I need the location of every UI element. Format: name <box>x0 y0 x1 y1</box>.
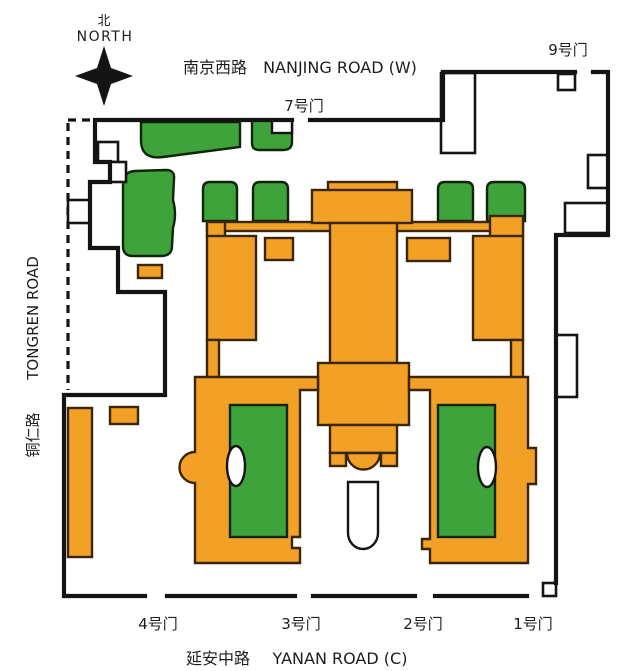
building-inner-left-strip <box>205 338 221 380</box>
building-annex-left <box>263 236 295 262</box>
boundary-west <box>61 117 295 599</box>
tower-apse <box>345 451 382 471</box>
gate-2-label: 2号门 <box>403 615 443 633</box>
lawn-blob-west <box>121 168 177 258</box>
room-west-1 <box>96 140 120 164</box>
room-gate1-corner <box>541 581 558 598</box>
tower-base-tab-left <box>328 451 348 468</box>
room-gate9 <box>556 72 577 92</box>
road-yanan-cn: 延安中路 <box>186 649 250 668</box>
room-east-1 <box>586 153 610 190</box>
compass-star-icon <box>75 46 133 106</box>
gate-3-label: 3号门 <box>281 615 321 633</box>
lawn-top-strip <box>139 120 242 159</box>
building-inner-right <box>471 234 525 342</box>
boundary-north <box>307 69 578 123</box>
gate-4-label: 4号门 <box>138 615 178 633</box>
gate-9-label: 9号门 <box>548 41 588 59</box>
pond-west <box>225 444 247 488</box>
building-small-west <box>136 263 164 280</box>
building-connector-right <box>488 214 525 239</box>
compass-north-character: 北 <box>97 14 110 29</box>
lawn-square-1 <box>201 180 239 223</box>
room-east-3 <box>554 333 579 399</box>
tower-plinth <box>316 361 411 427</box>
lawn-square-4 <box>485 180 527 223</box>
room-west-3 <box>66 198 92 225</box>
road-yanan-en: YANAN ROAD (C) <box>272 649 408 668</box>
room-north-tall <box>439 71 477 155</box>
gate-7-label: 7号门 <box>284 97 324 115</box>
fountain <box>346 480 380 551</box>
compass-north-label: NORTH <box>77 29 134 45</box>
building-west-tall <box>66 406 94 559</box>
road-tongren-cn: 铜仁路 <box>24 412 42 457</box>
road-nanjing-cn: 南京西路 <box>183 58 247 77</box>
building-inner-left <box>205 234 258 342</box>
tower-base <box>328 423 399 455</box>
gate-1-label: 1号门 <box>513 615 553 633</box>
tower-body <box>328 221 399 365</box>
building-connector-left <box>205 220 227 239</box>
road-tongren-en: TONGREN ROAD <box>24 256 42 380</box>
lawn-square-3 <box>436 180 475 223</box>
road-nanjing-en: NANJING ROAD (W) <box>263 58 417 77</box>
building-west-small <box>108 405 140 426</box>
boundary-east <box>553 69 611 586</box>
tower-base-tab-right <box>379 451 399 468</box>
room-west-2 <box>108 160 128 184</box>
building-inner-right-strip <box>509 338 525 380</box>
building-annex-right <box>405 236 452 263</box>
tower-head <box>310 188 414 225</box>
pond-east <box>476 445 498 489</box>
room-east-2 <box>563 201 610 235</box>
lawn-square-2 <box>251 180 290 223</box>
